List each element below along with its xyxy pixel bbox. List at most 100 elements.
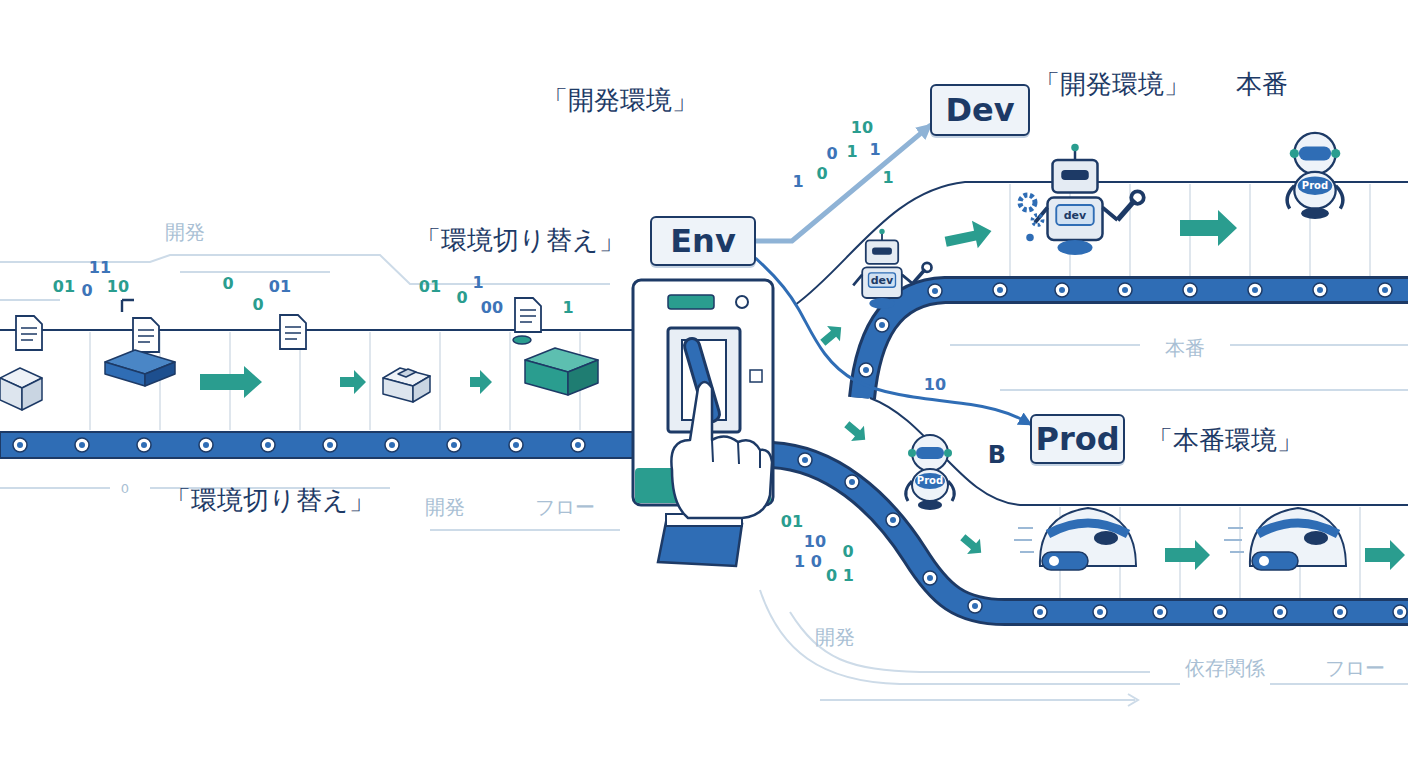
lower-branch-conveyor-part-part xyxy=(890,517,896,523)
flow-arrows xyxy=(200,210,1405,570)
document-icons xyxy=(16,298,541,352)
lower-branch-conveyor-part xyxy=(798,453,1407,619)
document-icons-part xyxy=(515,298,541,332)
lower-branch-conveyor-part xyxy=(772,455,1408,612)
prod-pod-part xyxy=(1304,531,1328,545)
flow-arrows-part xyxy=(1365,540,1405,570)
flow-arrows-part xyxy=(956,530,987,561)
binary-digit: 1 0 xyxy=(794,554,822,570)
main-conveyor-part-part xyxy=(451,442,457,448)
lower-branch-conveyor-part-part xyxy=(1217,609,1223,615)
package-boxes-part xyxy=(383,378,413,402)
document-icons-part-part xyxy=(520,310,536,322)
package-boxes-part xyxy=(568,360,598,395)
binary-digit: 0 1 xyxy=(826,568,854,584)
binary-digit: 0 xyxy=(222,276,233,292)
binary-digit: 01 xyxy=(269,279,291,295)
upper-branch-conveyor-part-part xyxy=(1122,287,1128,293)
package-boxes-part xyxy=(145,362,175,386)
upper-branch-conveyor-part xyxy=(863,287,1388,373)
flow-arrows-part xyxy=(943,217,995,254)
dev-robot-small-part xyxy=(869,273,896,287)
faint-caption: フロー xyxy=(1325,658,1385,678)
document-icons-part-part xyxy=(16,316,42,350)
upper-branch-conveyor-part-part xyxy=(1059,287,1065,293)
faint-caption: フロー xyxy=(535,497,595,517)
lower-branch-conveyor-part xyxy=(870,398,1408,505)
flow-arrows-part xyxy=(1180,210,1237,246)
dev-robot-large-part xyxy=(1048,198,1103,241)
main-conveyor-part xyxy=(0,432,640,458)
pointing-hand-part xyxy=(671,382,772,518)
binary-digit: 00 xyxy=(481,300,503,316)
main-conveyor-part-part xyxy=(75,438,89,452)
dev-robot-small-part xyxy=(862,267,902,298)
document-icons-part xyxy=(280,315,306,349)
faint-caption: 開発 xyxy=(425,497,465,517)
box-label: Env xyxy=(670,225,736,257)
dev-robot-large-part xyxy=(1033,215,1043,225)
lower-branch-conveyor-part xyxy=(802,457,1403,615)
binary-digit: 1 xyxy=(846,144,857,160)
upper-branch-conveyor-part xyxy=(862,290,1408,398)
upper-branch-conveyor-part-part xyxy=(928,284,942,298)
lower-branch-conveyor-part-part xyxy=(1037,609,1043,615)
lower-branch-conveyor-part-part xyxy=(802,457,808,463)
lower-branch-conveyor-part-part xyxy=(1033,605,1047,619)
upper-branch-conveyor xyxy=(795,182,1408,398)
main-conveyor-part-part xyxy=(513,442,519,448)
robot-badge-text: dev xyxy=(1064,210,1087,221)
dev-robot-small-part xyxy=(881,233,883,240)
lower-branch-conveyor-part-part xyxy=(972,603,978,609)
dev-robot-large-part xyxy=(1026,234,1034,242)
dev-robot-small-part xyxy=(869,298,894,309)
lower-branch-conveyor-part-part xyxy=(1393,605,1407,619)
main-conveyor-part-part xyxy=(571,438,585,452)
main-conveyor-part-part xyxy=(385,438,399,452)
binary-digit: 01 xyxy=(781,514,803,530)
dev-robot-small xyxy=(853,229,931,309)
upper-branch-conveyor-part-part xyxy=(879,322,885,328)
lower-branch-conveyor-part-part xyxy=(923,571,937,585)
upper-branch-conveyor-part-part xyxy=(932,288,938,294)
binary-digit: 10 xyxy=(924,377,946,393)
package-boxes-part xyxy=(513,336,531,344)
package-boxes-part xyxy=(22,378,42,410)
guide-lines-part xyxy=(0,299,60,301)
lower-branch-conveyor-part-part xyxy=(845,475,859,489)
flow-arrows-part xyxy=(840,417,871,448)
prod-pod-part xyxy=(1049,556,1059,566)
switch-device-part xyxy=(736,296,748,308)
prod-robot-bottom-part xyxy=(915,473,945,489)
package-boxes-part xyxy=(525,360,568,395)
annotation-label: 「環境切り替え」 xyxy=(415,227,625,253)
main-conveyor-part-part xyxy=(447,438,461,452)
flow-connector xyxy=(756,259,1030,425)
switch-device-part xyxy=(668,295,714,309)
faint-caption: 開発 xyxy=(165,222,205,242)
guide-lines-part xyxy=(1128,694,1138,706)
upper-branch-conveyor-part-part xyxy=(1382,287,1388,293)
prod-pod-part xyxy=(1252,552,1298,570)
lower-branch-conveyor-part-part xyxy=(798,453,812,467)
annotation-label: B xyxy=(988,443,1006,467)
robot-badge-text: dev xyxy=(871,275,894,286)
dev-robot-large-part xyxy=(1071,144,1079,152)
prod-robot-bottom-part xyxy=(912,469,948,501)
prod-pod-part xyxy=(1014,528,1034,552)
box-label: Prod xyxy=(1035,423,1119,455)
document-icons-part xyxy=(122,300,134,312)
prod-pod-part xyxy=(1048,523,1128,534)
guide-lines-part xyxy=(0,255,610,284)
prod-robot-top-part xyxy=(1290,149,1299,158)
robot-badge-text: Prod xyxy=(1302,181,1328,191)
dev-robot-small-part xyxy=(872,248,892,255)
lower-branch-conveyor-part-part xyxy=(886,513,900,527)
dev-robot-small-part xyxy=(923,263,932,272)
pointing-hand-part xyxy=(658,522,742,566)
lower-branch-conveyor-part-part xyxy=(927,575,933,581)
annotation-label: 「開発環境」 xyxy=(1034,71,1190,97)
prod-robot-bottom-part xyxy=(908,449,916,457)
